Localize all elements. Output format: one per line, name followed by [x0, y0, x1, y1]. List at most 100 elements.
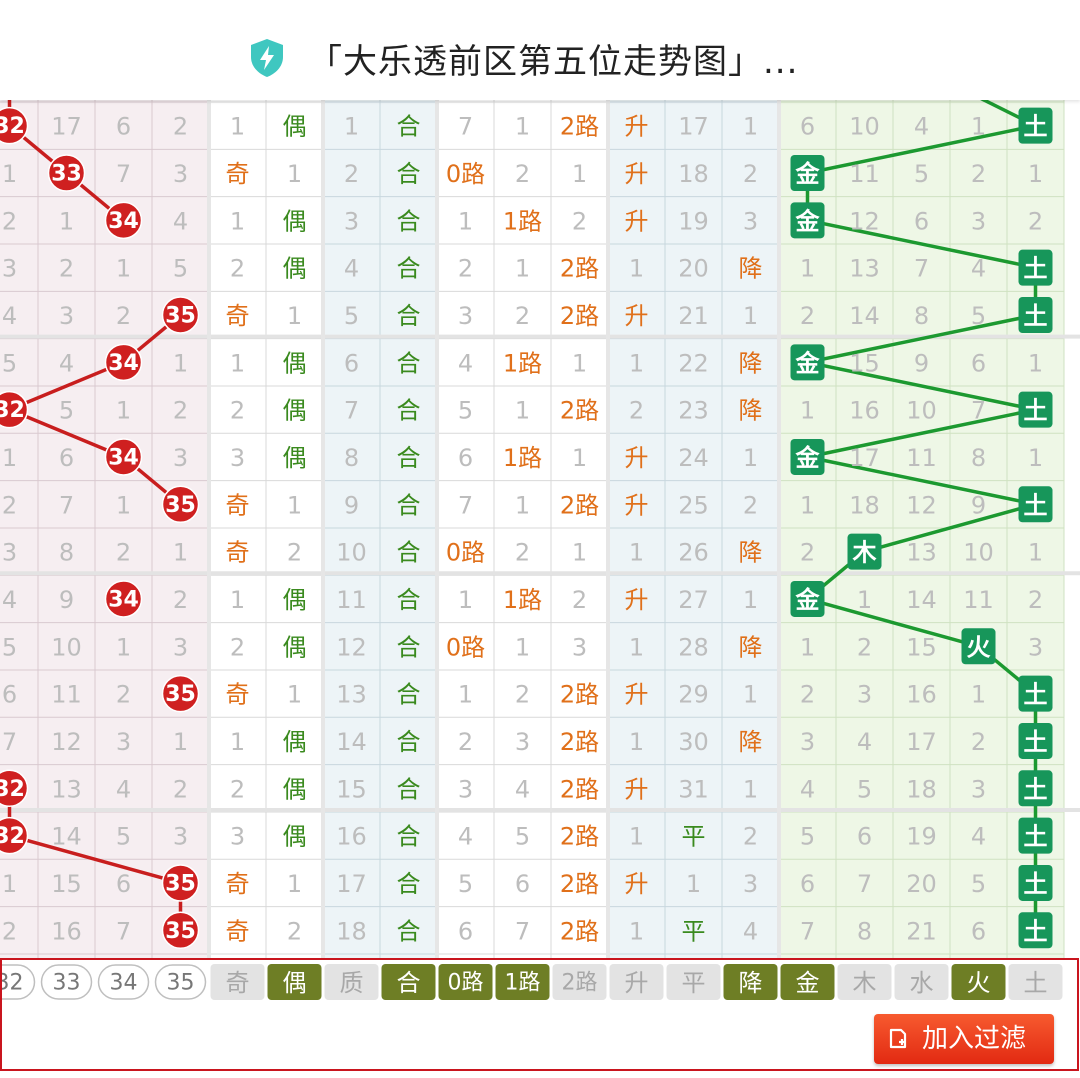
grid-cell: 7: [116, 160, 131, 188]
filter-chip-5[interactable]: 奇: [210, 964, 265, 1000]
grid-cell: 偶: [283, 349, 307, 377]
grid-cell: 合: [397, 633, 421, 661]
grid-cell: 2: [173, 397, 188, 425]
filter-chip-label: 33: [53, 971, 81, 996]
filter-chip-15[interactable]: 金: [780, 964, 835, 1000]
element-badge: [790, 580, 825, 617]
number-ball: [0, 769, 29, 808]
grid-cell: 2路: [560, 491, 599, 519]
grid-cell: 1: [230, 586, 245, 614]
grid-cell: 12: [336, 633, 367, 661]
grid-cell: 21: [906, 917, 937, 945]
grid-cell: 20: [678, 255, 709, 283]
grid-cell: 1: [515, 397, 530, 425]
filter-chip-label: 升: [625, 969, 649, 997]
filter-chip-11[interactable]: 2路: [552, 964, 607, 1000]
filter-chip-12[interactable]: 升: [609, 964, 664, 1000]
element-label: 土: [1024, 870, 1048, 898]
element-badge: [847, 533, 882, 570]
grid-cell: 升: [625, 586, 649, 614]
grid-cell: 3: [572, 633, 587, 661]
grid-cell: 3: [230, 444, 245, 472]
element-label: 土: [1024, 302, 1048, 330]
grid-cell: 2: [230, 255, 245, 283]
ball-number: 32: [0, 114, 25, 139]
grid-cell: 29: [678, 681, 709, 709]
add-filter-button[interactable]: 加入过滤: [874, 1014, 1054, 1064]
filter-chip-6[interactable]: 偶: [267, 964, 322, 1000]
filter-chip-13[interactable]: 平: [666, 964, 721, 1000]
filter-chip-4[interactable]: 35: [154, 964, 207, 1000]
filter-chip-1[interactable]: 32: [0, 964, 36, 1000]
filter-chip-label: 质: [340, 969, 364, 997]
grid-cell: 1: [458, 207, 473, 235]
trend-line-green: [807, 123, 1036, 175]
grid-cell: 1: [173, 728, 188, 756]
grid-cell: 1: [344, 113, 359, 141]
grid-cell: 11: [51, 681, 82, 709]
grid-cell: 1: [287, 491, 302, 519]
grid-cell: 合: [397, 823, 421, 851]
grid-cell: 5: [458, 870, 473, 898]
grid-cell: 15: [849, 349, 880, 377]
grid-cell: 偶: [283, 255, 307, 283]
grid-cell: 平: [682, 823, 706, 851]
filter-chip-label: 土: [1024, 969, 1048, 997]
grid-cell: 10: [51, 633, 82, 661]
filter-chip-label: 火: [967, 969, 991, 997]
element-badge: [1018, 249, 1053, 286]
filter-chip-9[interactable]: 0路: [438, 964, 493, 1000]
grid-cell: 1: [116, 633, 131, 661]
grid-cell: 10: [849, 113, 880, 141]
filter-chip-19[interactable]: 土: [1008, 964, 1063, 1000]
element-label: 土: [1024, 255, 1048, 283]
filter-chip-label: 水: [910, 969, 934, 997]
grid-cell: 3: [515, 728, 530, 756]
trend-line-green: [807, 313, 1036, 365]
grid-cell: 奇: [226, 160, 250, 188]
grid-cell: 1: [1028, 444, 1043, 472]
grid-cell: 合: [397, 397, 421, 425]
grid-cell: 5: [458, 397, 473, 425]
grid-cell: 3: [173, 633, 188, 661]
grid-cell: 12: [906, 491, 937, 519]
number-ball: [47, 154, 86, 192]
grid-cell: 3: [173, 444, 188, 472]
grid-cell: 3: [458, 302, 473, 330]
grid-cell: 3: [743, 207, 758, 235]
filter-chip-8[interactable]: 合: [381, 964, 436, 1000]
filter-chip-10[interactable]: 1路: [495, 964, 550, 1000]
filter-chip-3[interactable]: 34: [97, 964, 150, 1000]
filter-chip-18[interactable]: 火: [951, 964, 1006, 1000]
grid-cell: 2路: [560, 302, 599, 330]
filter-chip-17[interactable]: 水: [894, 964, 949, 1000]
grid-cell: 18: [678, 160, 709, 188]
filter-chip-16[interactable]: 木: [837, 964, 892, 1000]
number-ball: [161, 674, 200, 713]
grid-cell: 2: [572, 586, 587, 614]
grid-cell: 平: [682, 917, 706, 945]
grid-cell: 2路: [560, 397, 599, 425]
filter-chip-2[interactable]: 33: [40, 964, 93, 1000]
grid-cell: 5: [344, 302, 359, 330]
grid-cell: 1路: [503, 349, 542, 377]
grid-cell: 升: [625, 491, 649, 519]
filter-chip-7[interactable]: 质: [324, 964, 379, 1000]
grid-cell: 1: [743, 586, 758, 614]
ball-number: 35: [165, 682, 196, 707]
add-filter-icon: [889, 1028, 907, 1049]
grid-cell: 合: [397, 113, 421, 141]
element-badge: [790, 154, 825, 191]
grid-cell: 4: [458, 349, 473, 377]
grid-cell: 16: [51, 917, 82, 945]
grid-cell: 偶: [283, 728, 307, 756]
grid-cell: 2路: [560, 681, 599, 709]
filter-chip-14[interactable]: 降: [723, 964, 778, 1000]
grid-cell: 2: [515, 681, 530, 709]
grid-cell: 1: [59, 207, 74, 235]
grid-cell: 7: [458, 113, 473, 141]
grid-cell: 4: [914, 113, 929, 141]
grid-cell: 13: [849, 255, 880, 283]
grid-cell: 1: [230, 113, 245, 141]
